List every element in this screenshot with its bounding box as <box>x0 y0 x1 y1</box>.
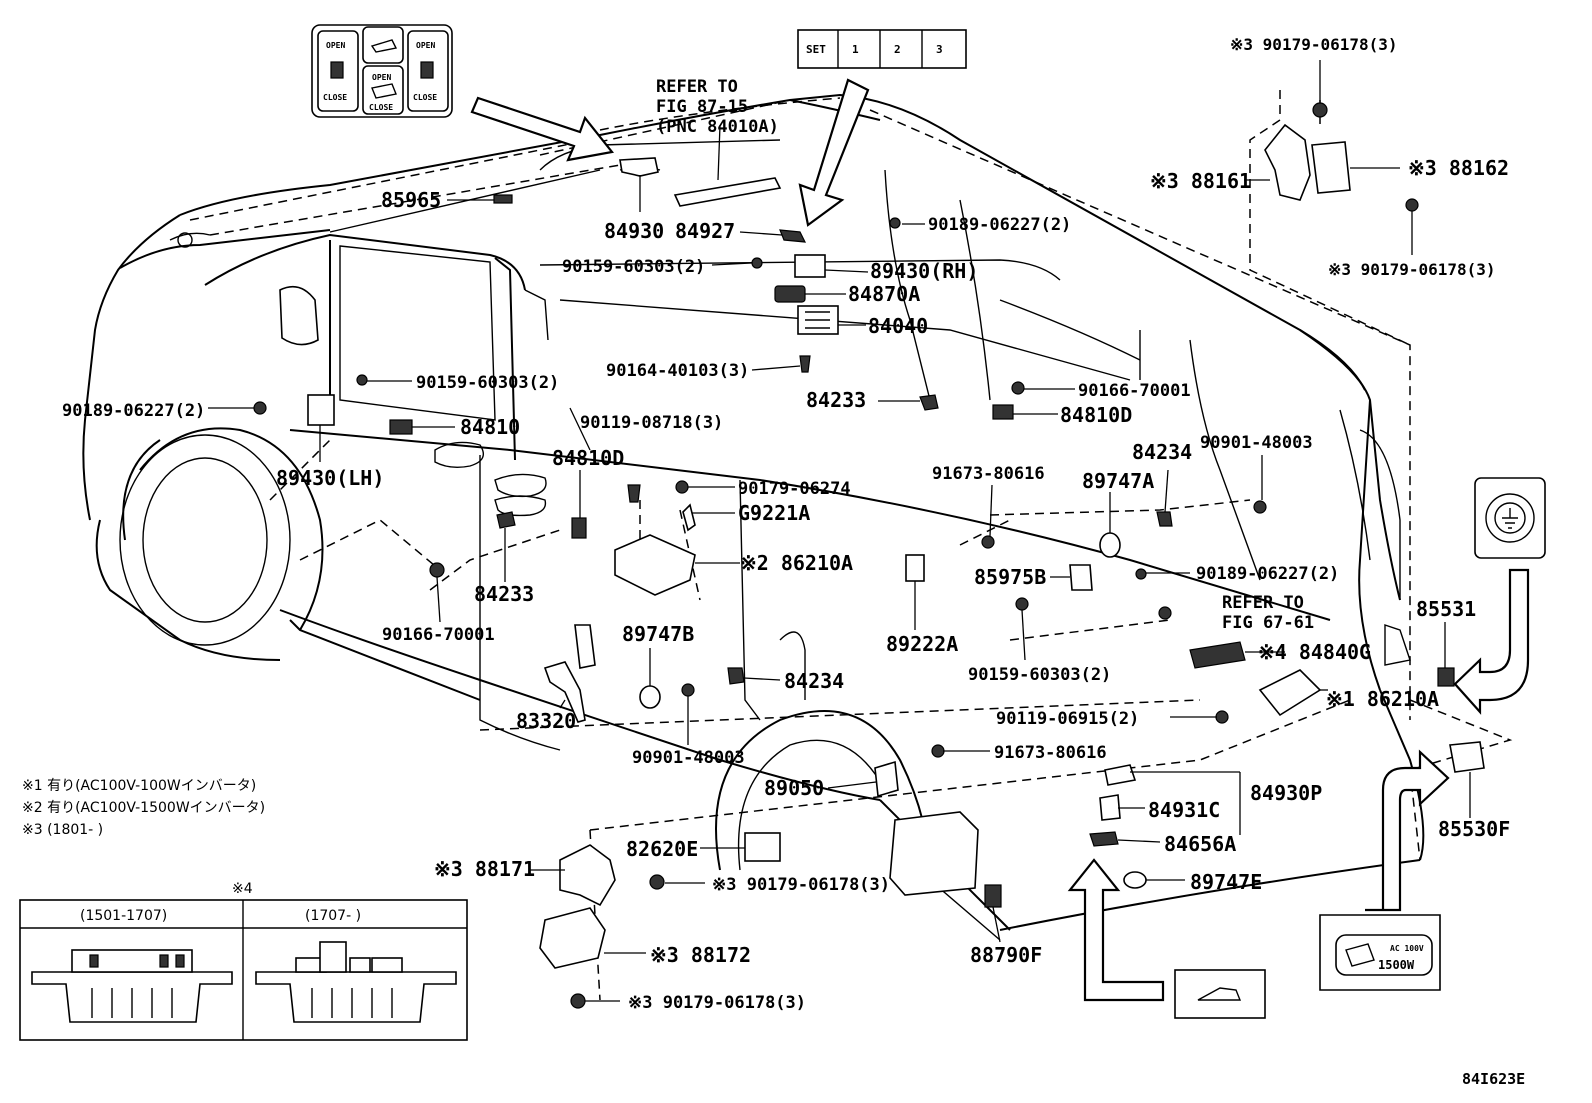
part-label-90119-08718-3: 90119-08718(3) <box>580 413 723 433</box>
refer-fig-67-61: REFER TO FIG 67-61 <box>1222 593 1314 633</box>
part-label-85975b: 85975B <box>974 565 1046 589</box>
part-label-91673-80616-low: 91673-80616 <box>994 743 1107 763</box>
part-label-84930p: 84930P <box>1250 781 1322 805</box>
switch-close-center: CLOSE <box>369 103 393 112</box>
memory-3-label: 3 <box>936 43 943 56</box>
part-label-90189-06227-2-mid: 90189-06227(2) <box>1196 564 1339 584</box>
part-label-90179-06178-3-bot: ※3 90179-06178(3) <box>628 993 806 1013</box>
leader-lines <box>208 60 1471 1002</box>
part-label-84810: 84810 <box>460 415 520 439</box>
part-label-90166-70001-top: 90166-70001 <box>1078 381 1191 401</box>
part-label-84810d-right: 84810D <box>1060 403 1132 427</box>
part-label-90159-60303-2-left: 90159-60303(2) <box>416 373 559 393</box>
legend-note-2: ※2 有り(AC100V-1500Wインバータ) <box>22 800 265 816</box>
part-label-84234-mid: 84234 <box>784 669 844 693</box>
part-label-84870a: 84870A <box>848 282 920 306</box>
part-label-90159-60303-2-low: 90159-60303(2) <box>968 665 1111 685</box>
part-label-90179-06178-3-tr2: ※3 90179-06178(3) <box>1328 260 1496 279</box>
part-label-89747b: 89747B <box>622 622 694 646</box>
inset-connector-variants: ※4 (1501-1707) (1707- ) <box>19 881 468 1041</box>
part-label-84233-top: 84233 <box>806 388 866 412</box>
part-label-84233-left: 84233 <box>474 582 534 606</box>
switch-close-left: CLOSE <box>323 93 347 102</box>
part-label-84931c: 84931C <box>1148 798 1220 822</box>
part-label-83320: 83320 <box>516 709 576 733</box>
part-label-89050: 89050 <box>764 776 824 800</box>
refer-fig-87-15: REFER TO FIG 87-15 (PNC 84010A) <box>656 77 779 137</box>
part-label-89747a: 89747A <box>1082 469 1154 493</box>
vehicle-body-outline <box>82 93 1425 941</box>
part-label-86210a-2: ※2 86210A <box>740 551 853 575</box>
part-label-89747e: 89747E <box>1190 870 1262 894</box>
switch-open-center: OPEN <box>372 73 391 82</box>
memory-switch-panel: SET 1 2 3 <box>797 29 967 69</box>
part-label-89430lh: 89430(LH) <box>276 466 384 490</box>
part-label-84927: 84927 <box>675 219 735 243</box>
badge-ac-label: AC 100V <box>1390 944 1424 953</box>
part-label-84040: 84040 <box>868 314 928 338</box>
part-label-90901-48003-low: 90901-48003 <box>632 748 745 768</box>
refer-right-line-2: FIG 67-61 <box>1222 613 1314 633</box>
part-label-90119-06915-2: 90119-06915(2) <box>996 709 1139 729</box>
part-label-89222a: 89222A <box>886 632 958 656</box>
inset-left-header: (1501-1707) <box>80 908 167 924</box>
refer-top-line-3: (PNC 84010A) <box>656 117 779 137</box>
switch-close-right: CLOSE <box>413 93 437 102</box>
parts <box>253 102 1485 1009</box>
part-label-91673-80616-top: 91673-80616 <box>932 464 1045 484</box>
part-label-84656a: 84656A <box>1164 832 1236 856</box>
refer-top-line-2: FIG 87-15 <box>656 97 748 117</box>
part-label-85530f: 85530F <box>1438 817 1510 841</box>
refer-top-line-1: REFER TO <box>656 77 738 97</box>
assembly-guides <box>189 90 1513 1001</box>
part-label-90166-70001-left: 90166-70001 <box>382 625 495 645</box>
part-label-88171: ※3 88171 <box>434 857 535 881</box>
switch-open-left: OPEN <box>326 41 345 50</box>
part-label-85965: 85965 <box>381 188 441 212</box>
part-label-84810d-left: 84810D <box>552 446 624 470</box>
ground-terminal-icon <box>1474 477 1546 559</box>
part-label-g9221a: G9221A <box>738 501 810 525</box>
part-label-84840g: ※4 84840G <box>1258 640 1371 664</box>
part-label-82620e: 82620E <box>626 837 698 861</box>
part-label-85531: 85531 <box>1416 597 1476 621</box>
memory-set-label: SET <box>806 43 826 56</box>
badge-watt-label: 1500W <box>1378 958 1415 972</box>
inset-title: ※4 <box>232 881 253 897</box>
memory-1-label: 1 <box>852 43 859 56</box>
callout-arrows <box>470 78 1530 1002</box>
rear-door-switch-icon <box>1174 969 1266 1019</box>
diagram-code: 84I623E <box>1462 1070 1525 1088</box>
part-label-90159-60303-2-top: 90159-60303(2) <box>562 257 705 277</box>
part-label-88172: ※3 88172 <box>650 943 751 967</box>
part-label-86210a-1: ※1 86210A <box>1326 687 1439 711</box>
part-label-90189-06227-2-top: 90189-06227(2) <box>928 215 1071 235</box>
part-label-89430rh: 89430(RH) <box>870 259 978 283</box>
part-label-88790f: 88790F <box>970 943 1042 967</box>
refer-right-line-1: REFER TO <box>1222 593 1304 613</box>
part-label-90179-06178-3-mid: ※3 90179-06178(3) <box>712 875 890 895</box>
legend-note-1: ※1 有り(AC100V-100Wインバータ) <box>22 778 256 794</box>
part-labels: 85965 84930 84927 90189-06227(2) 90159-60303… <box>62 35 1510 1013</box>
part-label-88161: ※3 88161 <box>1150 169 1251 193</box>
legend-note-3: ※3 (1801- ) <box>22 822 103 838</box>
part-label-88162: ※3 88162 <box>1408 156 1509 180</box>
part-label-90189-06227-2-left: 90189-06227(2) <box>62 401 205 421</box>
legend-notes: ※1 有り(AC100V-100Wインバータ) ※2 有り(AC100V-150… <box>22 778 265 838</box>
inset-right-header: (1707- ) <box>305 908 361 924</box>
part-label-84234-right: 84234 <box>1132 440 1192 464</box>
part-label-90179-06274: 90179-06274 <box>738 479 851 499</box>
part-label-90179-06178-3-tr: ※3 90179-06178(3) <box>1230 35 1398 54</box>
memory-2-label: 2 <box>894 43 901 56</box>
part-label-90164-40103-3: 90164-40103(3) <box>606 361 749 381</box>
inverter-outlet-badge: AC 100V 1500W <box>1319 914 1441 991</box>
door-switch-cluster: OPEN CLOSE OPEN CLOSE OPEN CLOSE <box>311 24 453 118</box>
switch-open-right: OPEN <box>416 41 435 50</box>
part-label-84930: 84930 <box>604 219 664 243</box>
part-label-90901-48003-right: 90901-48003 <box>1200 433 1313 453</box>
